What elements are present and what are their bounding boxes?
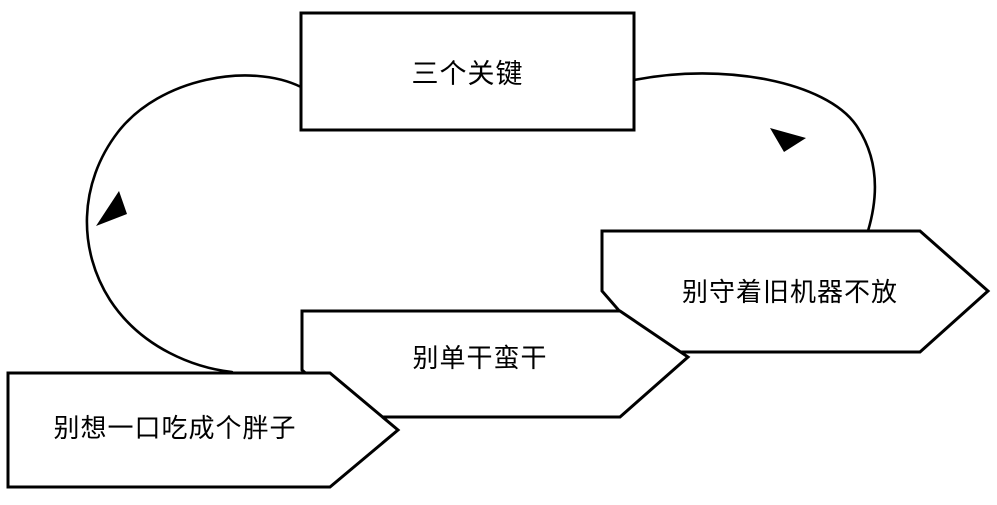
- node-top-box[interactable]: [299, 11, 636, 132]
- node-bottom-left-chevron-label: 别想一口吃成个胖子: [53, 414, 297, 443]
- node-middle-chevron-label: 别单干蛮干: [412, 344, 548, 373]
- node-bottom-left-chevron[interactable]: [6, 371, 401, 489]
- left-curve-arrowhead-icon: [96, 191, 127, 226]
- node-right-chevron-label: 别守着旧机器不放: [681, 278, 898, 307]
- right-curve-connector: [632, 72, 877, 233]
- node-right-chevron[interactable]: [600, 229, 991, 354]
- left-curve-connector: [85, 74, 303, 374]
- node-top-box-label: 三个关键: [411, 59, 524, 89]
- node-middle-chevron[interactable]: [300, 309, 691, 419]
- right-curve-arrowhead-icon: [770, 128, 806, 152]
